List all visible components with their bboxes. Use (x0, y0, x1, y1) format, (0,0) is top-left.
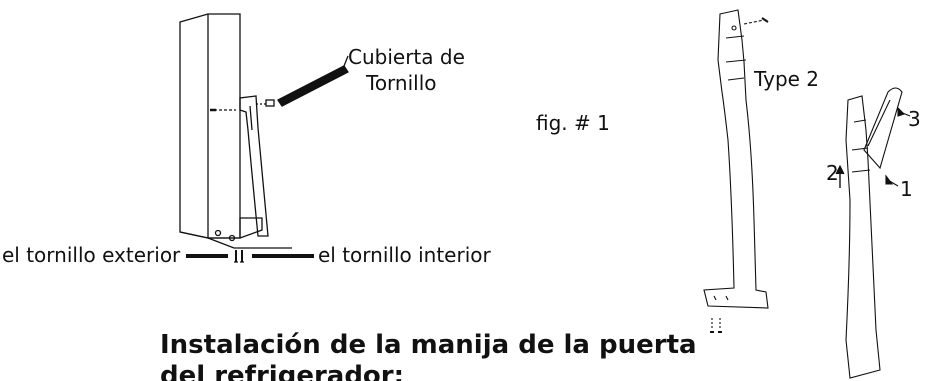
screw-cover-label: Cubierta de (348, 45, 465, 69)
figure-number-label: fig. # 1 (536, 111, 610, 135)
type-2-handle-drawing (703, 9, 769, 333)
inner-screw-leader (252, 254, 314, 258)
heading-line-1: Instalación de la manija de la puerta (160, 330, 697, 360)
step-3-label: 3 (908, 107, 921, 131)
handle-steps-drawing (835, 87, 911, 379)
step-1-label: 1 (900, 177, 913, 201)
type-label: Type 2 (754, 67, 820, 91)
door-handle-assembly-drawing (179, 13, 349, 263)
installation-heading: Instalación de la manija de la puerta de… (160, 330, 720, 381)
outer-screw-label: el tornillo exterior (2, 243, 181, 267)
step-2-label: 2 (826, 161, 839, 185)
outer-screw-leader (186, 254, 228, 258)
heading-line-2: del refrigerador: (160, 361, 405, 381)
screw-cover-label-line2: Tornillo (366, 71, 437, 95)
inner-screw-label: el tornillo interior (318, 243, 491, 267)
